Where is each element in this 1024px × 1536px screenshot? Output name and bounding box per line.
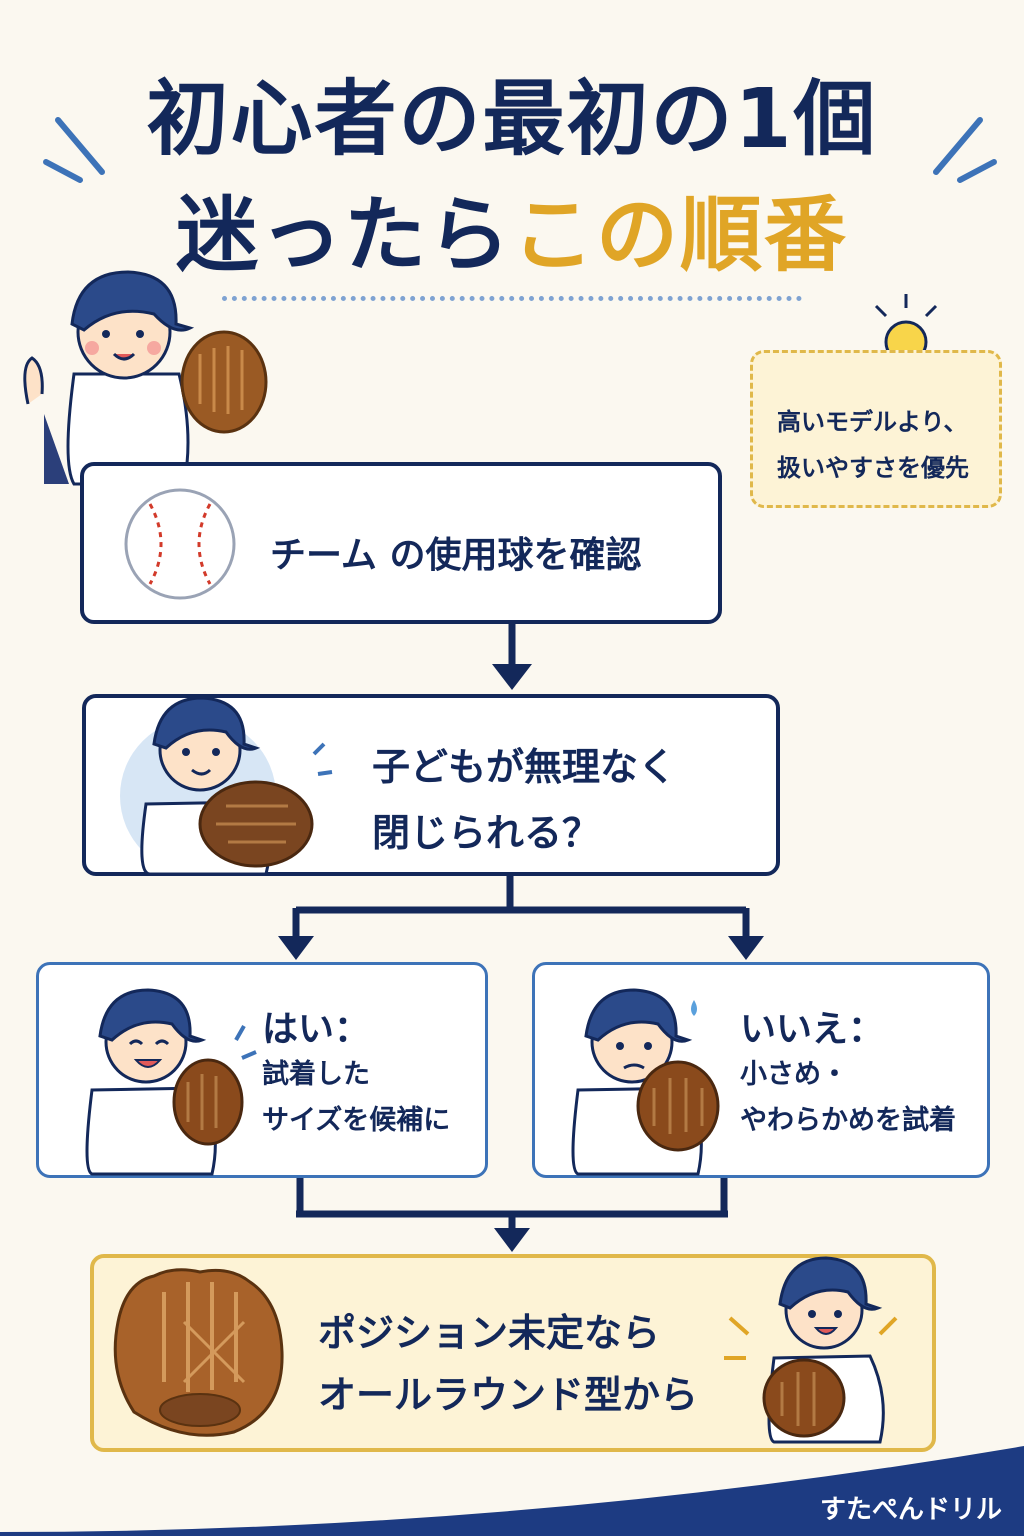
title-line-2: 迷ったらこの順番 [0,168,1024,287]
brand-label: すたぺんドリル [819,1495,1002,1525]
sparkle-left-icon [43,117,105,183]
branch-connector [278,876,764,960]
yes-body: 試着した サイズを候補に [262,1052,450,1144]
player-happy-icon [85,988,257,1176]
player-gloving-icon [120,696,333,876]
player-cheering-icon [724,1256,898,1444]
yes-heading: はい： [262,1009,371,1050]
tip-bubble: 高いモデルより、 扱いやすさを優先 [750,350,1002,508]
title-divider [222,296,802,301]
tip-line-2: 扱いやすさを優先 [777,454,969,482]
title-prefix: 迷ったら [175,188,512,283]
step-can-close-label: 子どもが無理なく 閉じられる？ [372,734,676,866]
player-pointing-icon [23,270,268,486]
yes-line-2: サイズを候補に [262,1105,451,1136]
step-check-ball-label: チーム の使用球を確認 [270,535,642,576]
no-body: 小さめ・ やわらかめを試着 [740,1052,956,1144]
final-line-1: ポジション未定なら [318,1311,661,1355]
sparkle-right-icon [933,117,997,183]
title-line-1: 初心者の最初の1個 [146,72,878,167]
arrow-down-1 [492,624,532,690]
can-close-line-1: 子どもが無理なく [372,745,677,789]
footer-swoosh [0,1446,1024,1536]
no-line-2: やわらかめを試着 [740,1105,956,1136]
tip-line-1: 高いモデルより、 [777,408,968,436]
yes-line-1: 試着した [262,1059,370,1090]
final-line-2: オールラウンド型から [318,1373,699,1417]
player-worried-icon [571,988,720,1176]
no-line-1: 小さめ・ [740,1059,848,1090]
no-heading: いいえ： [740,1009,885,1050]
final-label: ポジション未定なら オールラウンド型から [318,1302,698,1426]
merge-connector [296,1178,728,1252]
baseball-icon [124,488,236,600]
title-highlight: この順番 [512,188,849,283]
can-close-line-2: 閉じられる？ [372,811,601,855]
glove-icon [113,1268,284,1437]
